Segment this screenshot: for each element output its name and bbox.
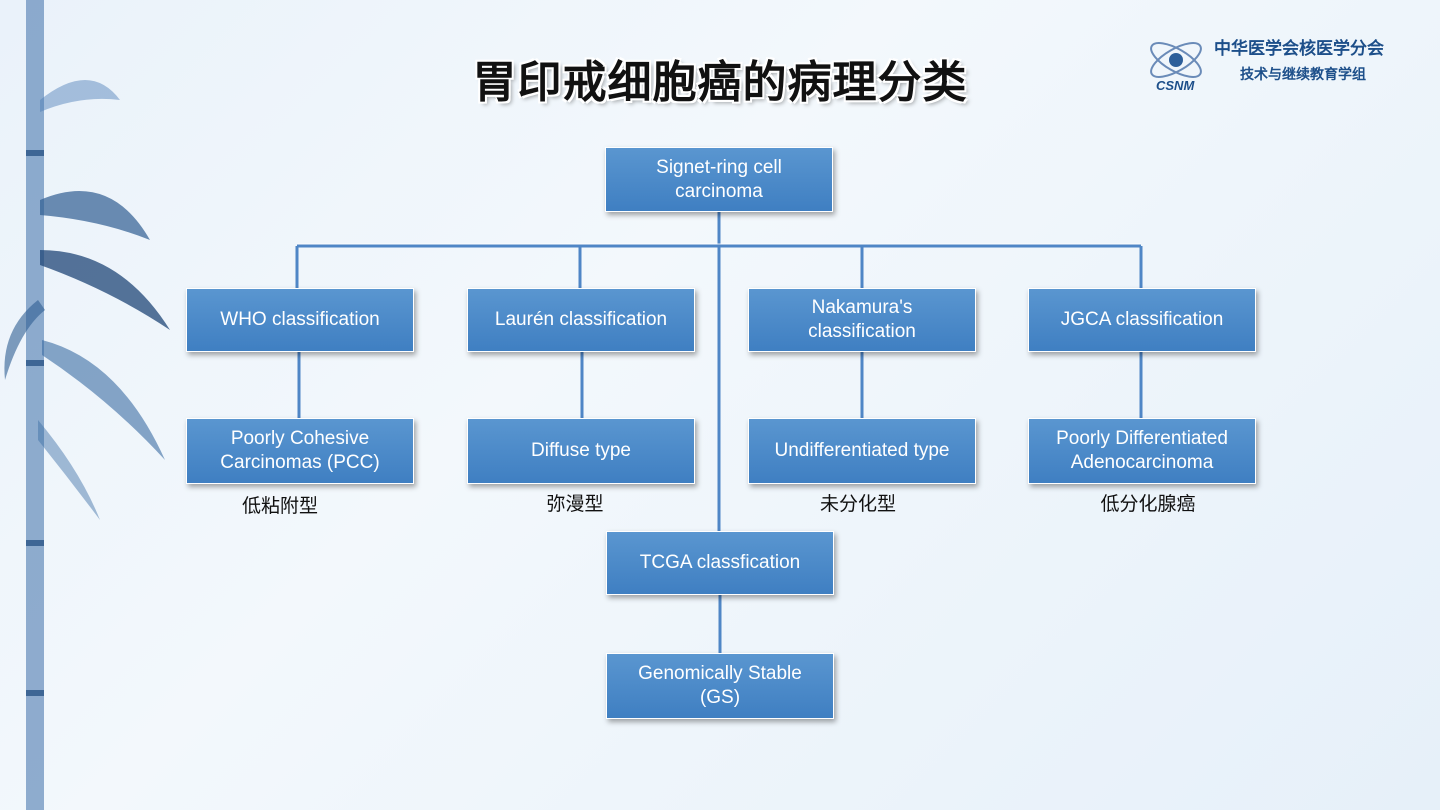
node-diffuse-type: Diffuse type — [467, 418, 695, 484]
node-poorly-cohesive-carcinomas: Poorly Cohesive Carcinomas (PCC) — [186, 418, 414, 484]
label-chinese-who: 低粘附型 — [241, 495, 318, 517]
label-chinese-lauren: 弥漫型 — [546, 493, 604, 515]
node-jgca-classification: JGCA classification — [1028, 288, 1256, 352]
slide-title: 胃印戒细胞癌的病理分类 — [472, 57, 968, 108]
node-tcga-classification: TCGA classfication — [606, 531, 834, 595]
node-who-classification: WHO classification — [186, 288, 414, 352]
atom-emblem-icon: CSNM — [1150, 42, 1202, 93]
logo-emblem-text: CSNM — [1156, 78, 1195, 93]
logo-line-1: 中华医学会核医学分会 — [1214, 39, 1384, 59]
node-genomically-stable: Genomically Stable (GS) — [606, 653, 834, 719]
node-poorly-differentiated-adenocarcinoma: Poorly Differentiated Adenocarcinoma — [1028, 418, 1256, 484]
node-undifferentiated-type: Undifferentiated type — [748, 418, 976, 484]
root-node-signet-ring-cell-carcinoma: Signet-ring cell carcinoma — [605, 147, 833, 212]
label-chinese-jgca: 低分化腺癌 — [1100, 493, 1196, 515]
node-lauren-classification: Laurén classification — [467, 288, 695, 352]
logo-line-2: 技术与继续教育学组 — [1240, 67, 1366, 83]
bamboo-decoration-icon — [4, 0, 170, 810]
node-nakamura-classification: Nakamura's classification — [748, 288, 976, 352]
csnm-logo: CSNM 中华医学会核医学分会 技术与继续教育学组 — [1142, 30, 1432, 96]
label-chinese-nakamura: 未分化型 — [819, 493, 896, 515]
